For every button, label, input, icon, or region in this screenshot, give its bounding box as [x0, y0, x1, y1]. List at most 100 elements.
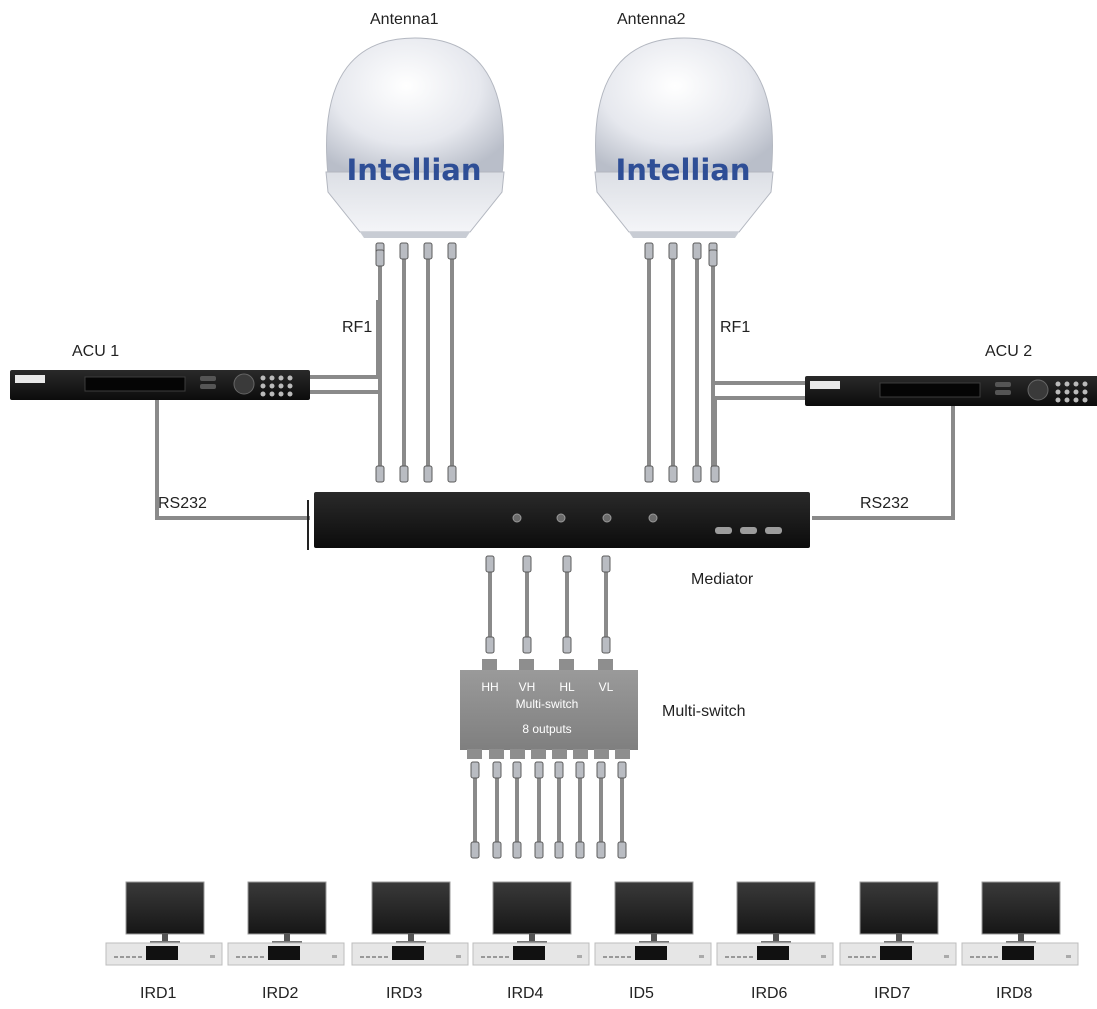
cable-connector — [492, 761, 502, 779]
cable-connector — [399, 465, 409, 483]
cable-connector — [512, 761, 522, 779]
multiswitch-label: Multi-switch — [662, 703, 746, 720]
ird-label: IRD7 — [874, 985, 911, 1002]
cable-connector — [375, 465, 385, 483]
cables — [155, 255, 955, 855]
cable-connector — [512, 841, 522, 859]
ird-unit: IRD1 — [105, 881, 223, 1002]
cable-connector — [668, 465, 678, 483]
antenna-1-label: Antenna1 — [370, 11, 439, 28]
cable-connector — [485, 555, 495, 573]
cable-connector — [447, 242, 457, 260]
ird-unit: IRD8 — [961, 881, 1079, 1002]
cable-connector — [617, 761, 627, 779]
cable-connector — [575, 761, 585, 779]
cable-connector — [601, 555, 611, 573]
ird-label: IRD6 — [751, 985, 788, 1002]
cable-connector — [447, 465, 457, 483]
cable-connector — [554, 841, 564, 859]
mediator-device — [307, 492, 810, 550]
cable-connector — [575, 841, 585, 859]
monitor-icon — [736, 881, 816, 935]
ird-label: IRD8 — [996, 985, 1033, 1002]
ird-unit: IRD2 — [227, 881, 345, 1002]
rf1-right-label: RF1 — [720, 319, 750, 336]
cable-connector — [492, 841, 502, 859]
acu-2-display — [879, 382, 981, 398]
cable-connector — [522, 636, 532, 654]
multiswitch-outputs: 8 outputs — [522, 722, 571, 736]
ird-label: IRD1 — [140, 985, 177, 1002]
acu-1-label: ACU 1 — [72, 343, 119, 360]
receiver-display — [1002, 946, 1034, 960]
ird-unit: IRD7 — [839, 881, 957, 1002]
ird-unit: ID5 — [594, 881, 712, 1002]
cable-connector — [423, 242, 433, 260]
ird-unit: IRD4 — [472, 881, 590, 1002]
cable-connector — [708, 249, 718, 267]
cable-connector — [562, 555, 572, 573]
cable-connector — [617, 841, 627, 859]
monitor-icon — [247, 881, 327, 935]
ird-row: IRD1 IRD2 IRD3 IRD4 ID5 IRD6 IRD7 IRD8 — [105, 881, 1079, 1002]
ird-label: IRD2 — [262, 985, 299, 1002]
ird-unit: IRD6 — [716, 881, 834, 1002]
acu-1-logo — [15, 375, 45, 383]
port-hh-label: HH — [481, 680, 498, 694]
receiver-display — [268, 946, 300, 960]
cable-connector — [562, 636, 572, 654]
ird-unit: IRD3 — [351, 881, 469, 1002]
acu-2-logo — [810, 381, 840, 389]
antenna-2-brand: Intellian — [615, 153, 750, 187]
receiver-display — [757, 946, 789, 960]
multiswitch-inner-title: Multi-switch — [516, 697, 579, 711]
rs232-left-label: RS232 — [158, 495, 207, 512]
cable-connector — [692, 242, 702, 260]
receiver-display — [513, 946, 545, 960]
multiswitch-device: HH VH HL VL Multi-switch 8 outputs — [460, 659, 638, 759]
cable-connector — [644, 465, 654, 483]
cable-connector — [692, 465, 702, 483]
port-hl-label: HL — [559, 680, 575, 694]
cable-connector — [596, 841, 606, 859]
ird-label: IRD4 — [507, 985, 544, 1002]
monitor-icon — [981, 881, 1061, 935]
ird-label: ID5 — [629, 985, 654, 1002]
cable-connector — [470, 761, 480, 779]
port-vl-label: VL — [599, 680, 614, 694]
acu-2-label: ACU 2 — [985, 343, 1032, 360]
mediator-label: Mediator — [691, 571, 754, 588]
rs232-right-label: RS232 — [860, 495, 909, 512]
acu-1-device — [10, 370, 310, 400]
cable-connector — [485, 636, 495, 654]
cable-connector — [470, 841, 480, 859]
antenna-1-brand: Intellian — [346, 153, 481, 187]
cable-connector — [423, 465, 433, 483]
receiver-display — [392, 946, 424, 960]
cable-connector — [644, 242, 654, 260]
cable-connector — [601, 636, 611, 654]
rf1-left-label: RF1 — [342, 319, 372, 336]
antenna-1: Intellian — [325, 37, 505, 238]
acu-2-device — [805, 376, 1097, 406]
cable-connector — [522, 555, 532, 573]
port-vh-label: VH — [519, 680, 536, 694]
cable-connectors — [375, 242, 720, 859]
acu-1-dial — [233, 373, 255, 395]
receiver-display — [635, 946, 667, 960]
monitor-icon — [859, 881, 939, 935]
antenna-2: Intellian — [594, 37, 774, 238]
cable-connector — [668, 242, 678, 260]
monitor-icon — [614, 881, 694, 935]
cable-connector — [399, 242, 409, 260]
monitor-icon — [371, 881, 451, 935]
cable-connector — [534, 761, 544, 779]
cable-connector — [596, 761, 606, 779]
monitor-icon — [125, 881, 205, 935]
ird-label: IRD3 — [386, 985, 423, 1002]
cable-connector — [534, 841, 544, 859]
cable-connector — [375, 249, 385, 267]
receiver-display — [146, 946, 178, 960]
receiver-display — [880, 946, 912, 960]
